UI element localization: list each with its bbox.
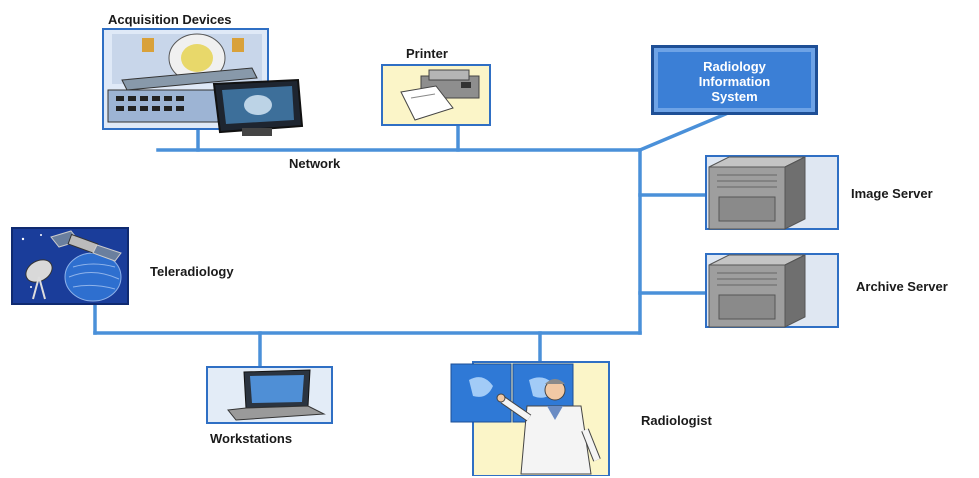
archive-server-label: Archive Server (856, 279, 948, 294)
printer-node[interactable] (381, 64, 493, 128)
acquisition-devices-node[interactable] (102, 28, 304, 138)
acquisition-devices-label: Acquisition Devices (108, 12, 232, 27)
printer-icon (381, 64, 491, 126)
image-server-node[interactable] (705, 155, 840, 231)
printer-label: Printer (406, 46, 448, 61)
ris-label: Radiology Information System (698, 59, 771, 104)
teleradiology-label: Teleradiology (150, 264, 234, 279)
server-tower-icon (705, 253, 839, 328)
laptop-icon (206, 366, 333, 424)
teleradiology-node[interactable] (11, 227, 129, 307)
satellite-icon (11, 227, 129, 305)
workstations-node[interactable] (206, 366, 334, 426)
network-label: Network (289, 156, 341, 171)
ct-scanner-icon (102, 28, 304, 136)
server-tower-icon (705, 155, 839, 230)
doctor-icon (450, 361, 610, 476)
image-server-label: Image Server (851, 186, 933, 201)
radiologist-label: Radiologist (641, 413, 712, 428)
ris-node[interactable]: Radiology Information System (651, 45, 818, 115)
archive-server-node[interactable] (705, 253, 840, 329)
radiologist-node[interactable] (449, 360, 611, 476)
link-ris (637, 110, 731, 153)
workstations-label: Workstations (210, 431, 293, 446)
